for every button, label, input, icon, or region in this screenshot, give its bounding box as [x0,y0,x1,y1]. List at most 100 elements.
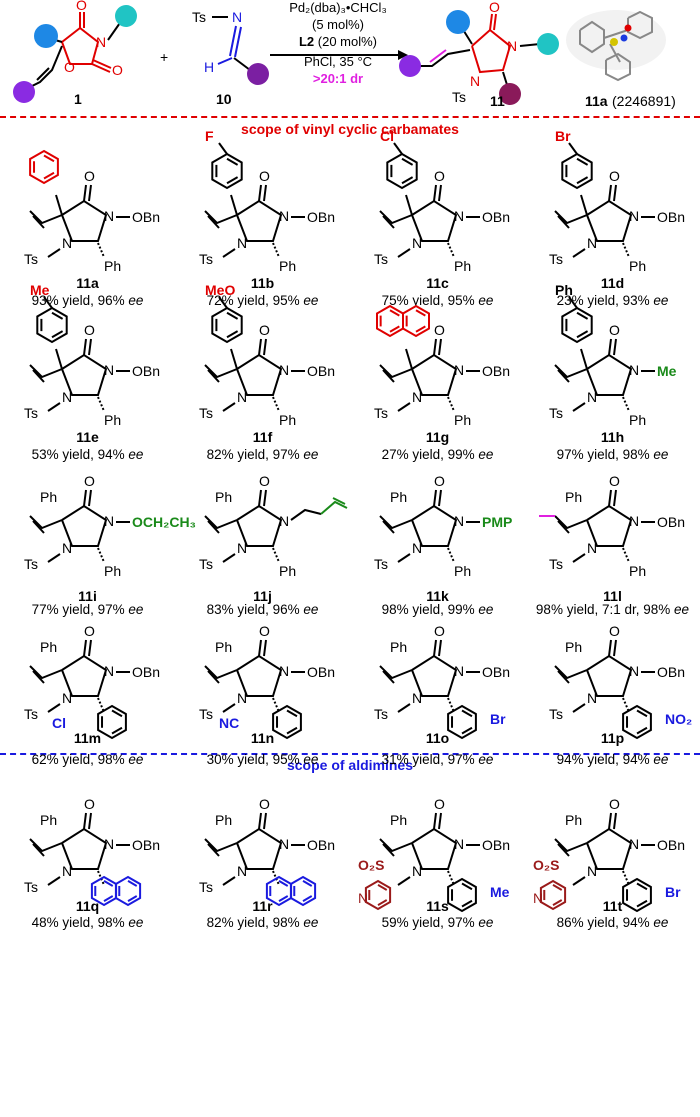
benzene-ring [622,704,652,740]
ee-value: 94% [622,752,654,767]
ee-unit: ee [303,602,319,617]
n-substituent-label: OBn [482,664,510,680]
ts-label: Ts [374,706,388,722]
aryl-substituent-label: MeO [205,282,235,298]
atom-N: N [587,540,597,556]
n-substituent-label: OBn [657,837,685,853]
compound-id: 11e [76,429,99,445]
yield-caption: 97% yield, 98% ee [525,447,700,462]
atom-N: N [454,836,464,852]
aryl-substituent-label: NO₂ [665,711,692,727]
phenyl-label: Ph [40,812,57,828]
benzene-ring [622,877,652,913]
aryl-substituent-label: NC [219,715,239,731]
ee-value: 96% [97,293,129,308]
compound-id: 11j [253,588,272,604]
atom-N: N [533,890,543,906]
phenyl-label: Ph [454,412,471,428]
compound-id: 11k [426,588,449,604]
atom-O: O [259,473,270,489]
atom-N: N [629,362,639,378]
atom-N: N [454,362,464,378]
ee-value: 93% [622,293,654,308]
atom-O: O [84,796,95,812]
phenyl-label: Ph [279,563,296,579]
yield-value: 30% yield, [206,752,273,767]
sulfonyl-label: O₂S [533,857,559,873]
atom-O: O [259,796,270,812]
sulfonyl-label: O₂S [358,857,384,873]
n-substituent-label: OCH₂CH₃ [132,514,196,530]
phenyl-label: Ph [390,639,407,655]
atom-N: N [358,890,368,906]
ee-unit: ee [478,602,494,617]
ee-unit: ee [478,447,494,462]
atom-N: N [104,513,114,529]
divider-blue [0,753,700,755]
atom-O: O [489,0,500,15]
benzene-ring [29,149,59,185]
ee-value: 98% [272,915,304,930]
ee-unit: ee [128,915,144,930]
atom-N: N [232,9,242,25]
atom-O: O [609,623,620,639]
atom-N: N [470,73,480,89]
ts-label: Ts [549,405,563,421]
yield-value: 97% yield, [556,447,623,462]
compound-id: 11r [252,898,273,914]
n-substituent-label: OBn [307,664,335,680]
atom-N: N [62,863,72,879]
ligand-loading: (20 mol%) [317,34,378,49]
atom-N: N [412,235,422,251]
atom-N: N [412,690,422,706]
phenyl-label: Ph [104,258,121,274]
yield-caption: 72% yield, 95% ee [175,293,350,308]
ee-unit: ee [303,915,319,930]
atom-N: N [587,389,597,405]
atom-N: N [279,513,289,529]
ee-value: 95% [272,752,304,767]
imidazolidinone-ring [61,199,108,242]
compound-id: 11d [600,275,625,291]
aryl-substituent-label: Me [490,884,510,900]
phenyl-label: Ph [454,563,471,579]
phenyl-label: Ph [104,563,121,579]
yield-value: 31% yield, [381,752,448,767]
benzene-ring [561,306,593,344]
phenyl-label: Ph [565,489,582,505]
catalyst-label: Pd₂(dba)₃•CHCl₃ [289,0,387,15]
atom-N: N [279,836,289,852]
atom-O: O [112,62,123,78]
benzene-ring [364,879,392,911]
yield-caption: 75% yield, 95% ee [350,293,525,308]
imidazolidinone-ring [236,353,283,396]
ee-value: 97% [447,915,479,930]
yield-value: 77% yield, [31,602,98,617]
atom-O: O [84,473,95,489]
imidazolidinone-ring [586,654,633,697]
yield-value: 98% yield, [381,602,448,617]
ee-value: 95% [447,293,479,308]
imidazolidinone-ring [236,827,283,870]
yield-caption: 86% yield, 94% ee [525,915,700,930]
aryl-substituent-label: Cl [52,715,66,731]
atom-N: N [62,389,72,405]
reactant-1-structure [61,12,112,73]
dr-label: >20:1 dr [312,71,364,86]
ee-value: 95% [272,293,304,308]
xray-compound-label: 11a [585,93,608,109]
benzene-ring [36,306,68,344]
